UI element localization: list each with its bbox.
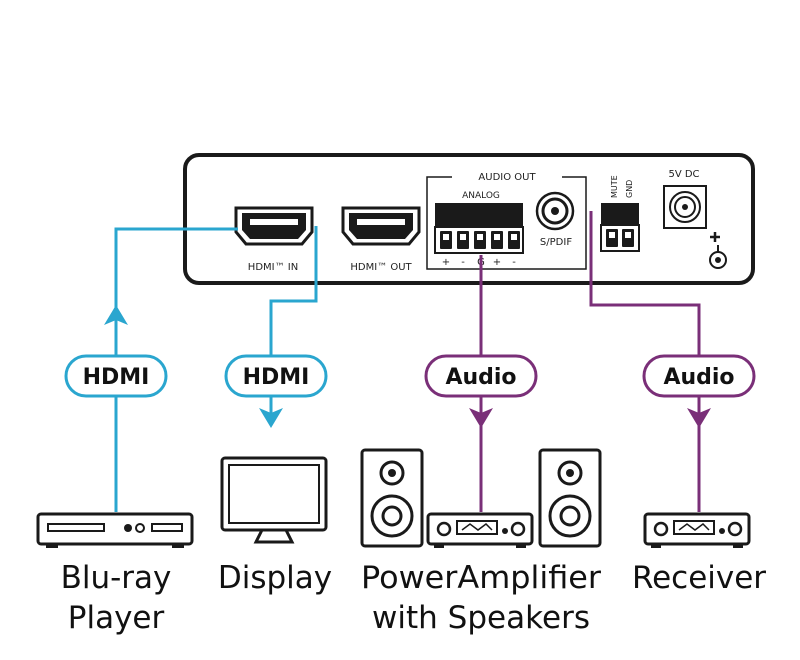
amplifier-name-line2: with Speakers [372, 600, 590, 636]
bluray-name-line2: Player [68, 600, 165, 636]
hdmi-out-pill-label: HDMI [243, 365, 310, 390]
arrow-down-icon [687, 408, 711, 428]
analog-label: ANALOG [462, 191, 500, 201]
speaker-left-icon [360, 448, 424, 548]
bluray-name-line1: Blu-ray [61, 560, 172, 596]
analog-audio-pill: Audio [424, 354, 538, 398]
spdif-audio-pill-label: Audio [663, 365, 734, 390]
arrow-down-icon [469, 408, 493, 428]
display-name: Display [218, 560, 332, 596]
arrow-up-icon [104, 305, 128, 325]
analog-terminal-block[interactable] [434, 203, 524, 254]
analog-audio-pill-label: Audio [445, 365, 516, 390]
hdmi-in-port[interactable] [234, 206, 314, 246]
hdmi-in-cable [114, 227, 238, 512]
hdmi-out-port[interactable] [341, 206, 421, 246]
bluray-player-icon [36, 512, 194, 548]
display-icon [220, 456, 328, 544]
amplifier-icon [426, 512, 534, 548]
hdmi-out-pill: HDMI [224, 354, 328, 398]
hdmi-out-label: HDMI™ OUT [350, 262, 412, 273]
receiver-name: Receiver [632, 560, 766, 596]
dc-label: 5V DC [668, 169, 699, 180]
arrow-down-icon [259, 408, 283, 428]
speaker-right-icon [538, 448, 602, 548]
dc-power-jack[interactable] [663, 185, 707, 229]
spdif-rca-port[interactable] [535, 191, 575, 231]
dc-polarity-icon [709, 232, 727, 269]
spdif-label: S/PDIF [540, 237, 572, 248]
pin-label: + [442, 257, 450, 268]
hdmi-in-pill-label: HDMI [83, 365, 150, 390]
pin-label: + [493, 257, 501, 268]
audio-out-label: AUDIO OUT [478, 172, 536, 183]
hdmi-in-pill: HDMI [64, 354, 168, 398]
spdif-audio-pill: Audio [642, 354, 756, 398]
pin-label: - [512, 257, 516, 268]
amplifier-name-line1: PowerAmplifier [361, 560, 601, 596]
mute-terminal-block[interactable] [600, 203, 640, 252]
mute-label: MUTE [610, 175, 619, 198]
audio-out-label-bg [452, 168, 562, 184]
spdif-audio-cable [589, 211, 701, 512]
gnd-label: GND [625, 180, 634, 198]
receiver-icon [643, 512, 751, 548]
hdmi-in-label: HDMI™ IN [248, 262, 298, 273]
pin-label: - [461, 257, 465, 268]
